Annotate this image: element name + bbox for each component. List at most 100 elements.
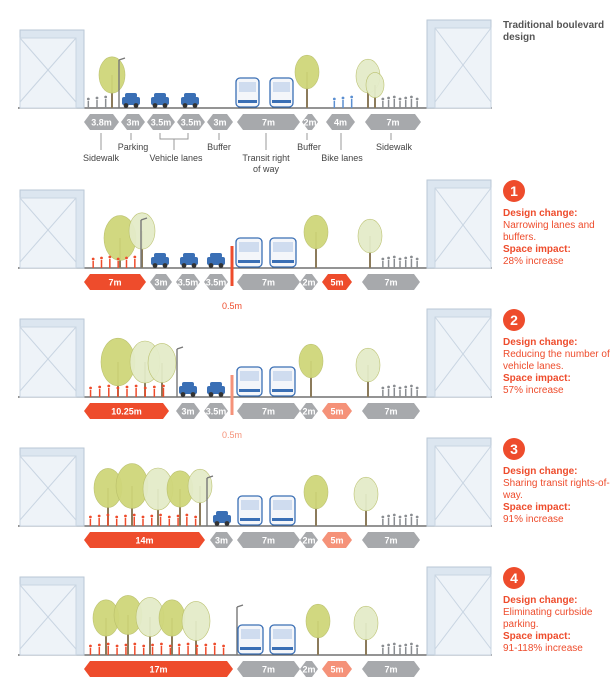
design-change-label: Design change:: [503, 595, 578, 606]
dimension-chip-label: 3m: [154, 277, 167, 287]
dimension-chip-label: 7m: [384, 277, 397, 287]
dimension-chip-shape: [207, 114, 233, 130]
dimension-chip-shape: [362, 661, 420, 677]
bus-window: [240, 371, 259, 381]
building-frame: [19, 326, 77, 398]
dimension-chip: 3.5m: [177, 114, 205, 130]
space-impact-label: Space impact:: [503, 373, 571, 384]
person-head: [142, 644, 146, 648]
person-head: [404, 256, 408, 260]
car-wheel: [152, 103, 158, 108]
legend-sidewalk: Sidewalk: [83, 153, 120, 163]
tree-icon: [365, 72, 385, 108]
dimension-chip-shape: [322, 274, 352, 290]
bus-window: [273, 371, 292, 381]
tree-crown: [365, 72, 385, 98]
dimension-chip: 7m: [237, 532, 300, 548]
car-wheel: [224, 521, 230, 526]
dimension-chip: 3m: [210, 532, 233, 548]
person-head: [410, 384, 413, 388]
tree-icon: [303, 214, 329, 268]
car-wheel: [181, 263, 187, 268]
bus-stripe: [272, 647, 293, 650]
bus-window: [241, 500, 259, 510]
legend-buffer-left: Buffer: [207, 142, 231, 152]
tree-crown: [305, 603, 331, 639]
buffer-marker: [230, 246, 234, 286]
intro-title-text: Traditional boulevard design: [503, 20, 605, 43]
car-wheel: [218, 263, 224, 268]
space-impact-value: 28% increase: [503, 256, 564, 267]
dimension-chip-shape: [237, 661, 300, 677]
person-head: [392, 513, 396, 517]
building-illustration: [19, 29, 85, 109]
person-head: [159, 513, 162, 517]
bus-stripe: [240, 647, 261, 650]
legend-sidewalk-right: Sidewalk: [376, 142, 413, 152]
car-roof: [210, 382, 222, 387]
dimension-chip: 5m: [322, 274, 352, 290]
building-illustration: [426, 566, 492, 656]
tree-icon: [92, 599, 120, 655]
dimension-chip-shape: [362, 274, 420, 290]
person-head: [116, 386, 120, 390]
person-head: [410, 513, 413, 517]
person-head: [341, 96, 345, 100]
building-frame: [434, 187, 492, 269]
person-head: [125, 385, 129, 389]
car-wheel: [152, 263, 158, 268]
dimension-chip-shape: [84, 114, 119, 130]
dimension-chip: 7m: [362, 274, 420, 290]
dimension-chip: 2m: [300, 661, 318, 677]
design-change-text: Eliminating curbside parking.: [503, 607, 593, 630]
lamp-arm: [118, 57, 126, 61]
person-head: [387, 643, 390, 647]
dimension-chip-label: 10.25m: [111, 406, 142, 416]
person-head: [124, 643, 128, 647]
dimension-chip-shape: [237, 114, 300, 130]
dimension-chip-label: 3m: [181, 406, 194, 416]
person-head: [213, 642, 217, 646]
building-frame: [19, 37, 77, 109]
building-brace: [434, 316, 492, 392]
bus-icon: [269, 624, 296, 655]
car-icon: [181, 93, 199, 108]
building-frame: [434, 316, 492, 398]
car-body: [181, 97, 199, 105]
bus-window: [241, 629, 260, 639]
intro-title: Traditional boulevard design: [503, 20, 611, 44]
dimension-chip-label: 7m: [262, 406, 275, 416]
tree-crown: [303, 474, 329, 510]
person-head: [381, 644, 385, 648]
person-head: [415, 257, 419, 261]
pedestrians-icon: [332, 95, 354, 108]
design-change-label: Design change:: [503, 208, 578, 219]
person-head: [398, 386, 402, 390]
legend-transit: Transit right: [242, 153, 290, 163]
step-number-badge: 4: [503, 567, 525, 589]
car-wheel: [208, 263, 214, 268]
dimension-chip-label: 5m: [330, 664, 343, 674]
person-head: [133, 255, 137, 259]
dimension-chip-label: 2m: [302, 535, 315, 545]
tree-crown: [158, 599, 186, 637]
bus-stripe: [239, 389, 260, 392]
dimension-chip-label: 5m: [330, 406, 343, 416]
tree-icon: [187, 468, 213, 526]
person-head: [88, 515, 92, 519]
bus-window: [273, 82, 290, 92]
cross-section-row: 0.5m: [18, 246, 492, 311]
dimension-chip: 2m: [302, 114, 318, 130]
pedestrians-icon: [91, 255, 137, 268]
dimension-chip-shape: [365, 114, 421, 130]
dimension-chip: 7m: [84, 274, 146, 290]
tree-crown: [303, 214, 329, 250]
dimension-chip: 3m: [121, 114, 145, 130]
legend-transit-2: of way: [253, 164, 280, 174]
dimension-chip: 7m: [237, 661, 300, 677]
dimension-chip-shape: [237, 532, 300, 548]
person-head: [398, 515, 402, 519]
dimension-chip-shape: [204, 274, 228, 290]
pedestrians-icon: [381, 513, 419, 526]
dimension-chip-shape: [84, 532, 205, 548]
